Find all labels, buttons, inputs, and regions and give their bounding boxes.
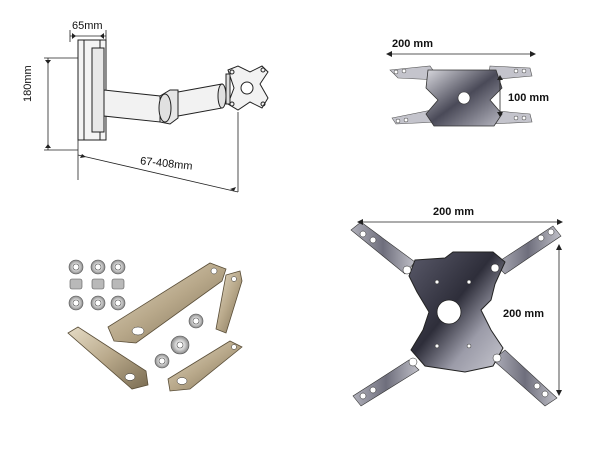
arm-width-label: 65mm <box>72 20 103 32</box>
mounting-hardware <box>67 259 243 392</box>
wall-arm-drawing <box>44 30 269 193</box>
small-plate-height-label: 100 mm <box>508 92 549 104</box>
small-plate-panel: 200 mm 100 mm <box>370 30 570 140</box>
large-plate-height-label: 200 mm <box>503 308 544 320</box>
small-plate-width-label: 200 mm <box>392 38 433 50</box>
arm-height-label: 180mm <box>22 65 34 102</box>
hardware-panel <box>50 255 260 405</box>
arm-drawing-panel: 65mm 180mm 67-408mm <box>0 0 300 210</box>
large-plate-width-label: 200 mm <box>433 206 474 218</box>
small-vesa-plate <box>386 51 536 127</box>
large-vesa-plate <box>350 219 563 407</box>
large-plate-panel: 200 mm 200 mm <box>345 200 595 420</box>
